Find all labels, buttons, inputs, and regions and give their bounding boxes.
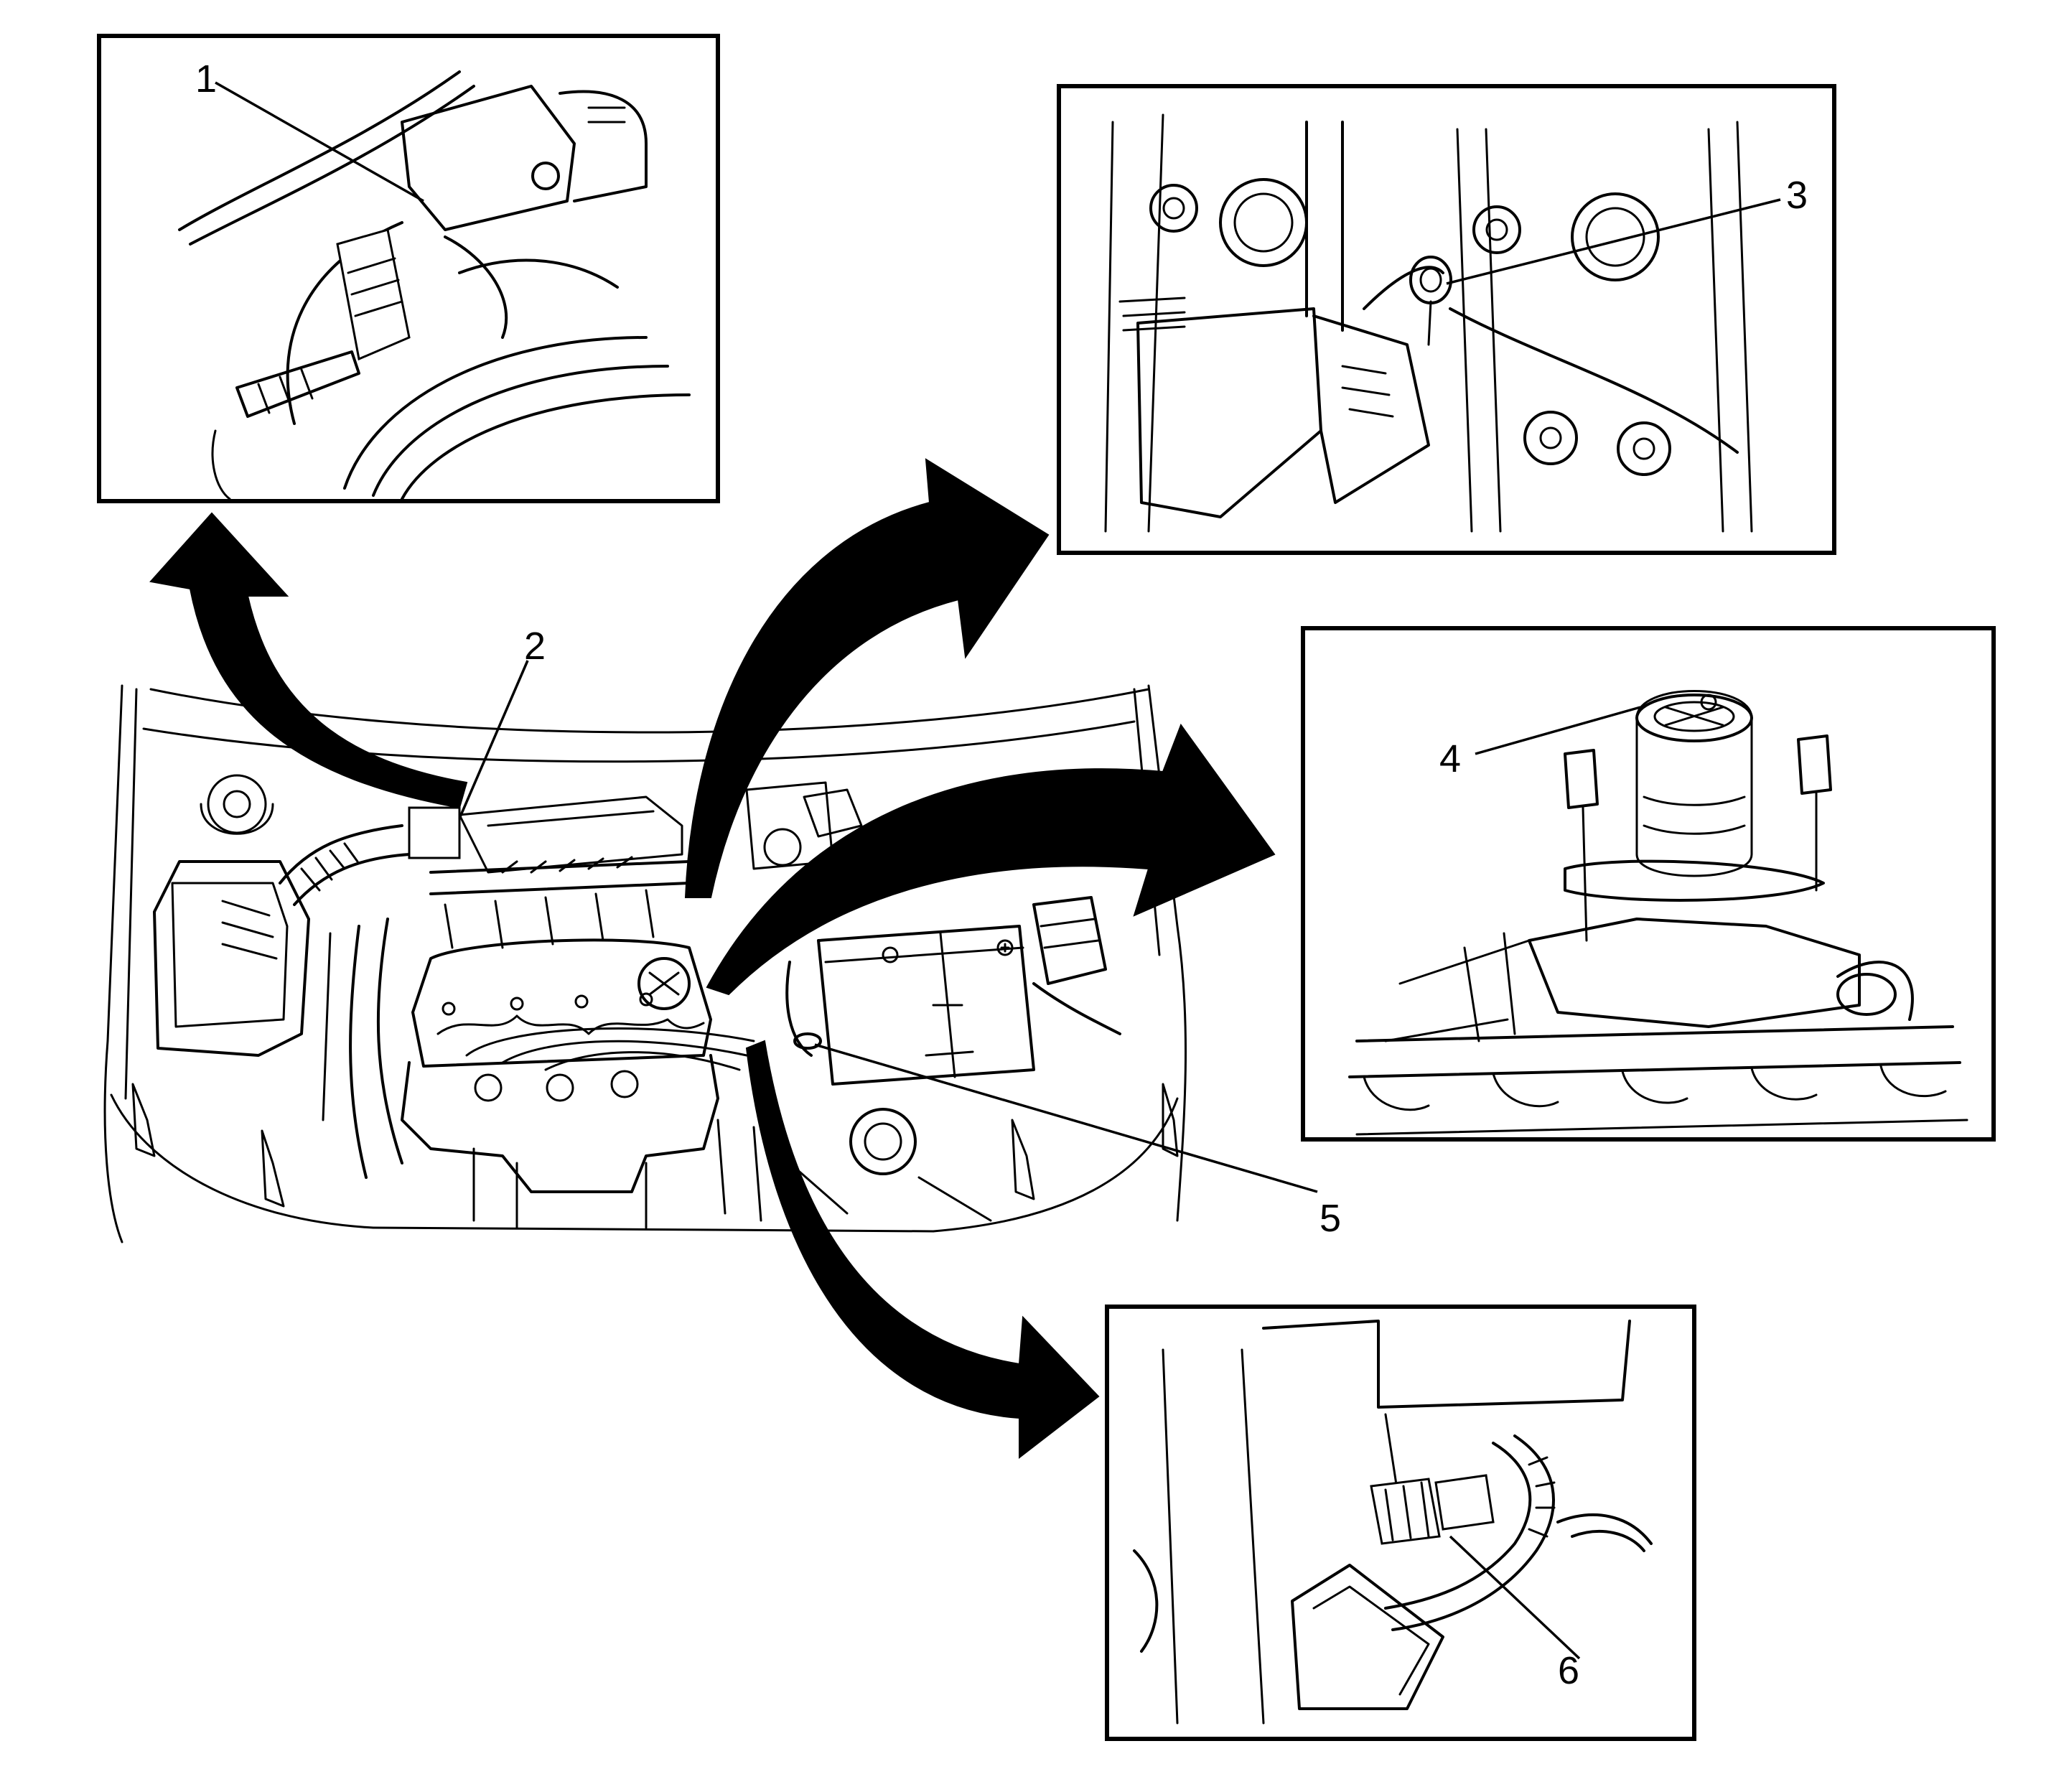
leader-6 <box>1449 1535 1581 1660</box>
leader-2 <box>458 660 529 819</box>
main-callouts: 2 5 <box>458 625 1341 1240</box>
callout-4: 4 <box>1439 737 1461 780</box>
arrow-to-detail-1 <box>149 512 468 809</box>
arrow-to-detail-4 <box>706 723 1276 996</box>
callout-2: 2 <box>524 625 546 668</box>
leader-3 <box>1446 198 1781 285</box>
engine-bay-overview <box>103 684 1187 1243</box>
leader-4 <box>1475 706 1641 755</box>
arrows <box>149 458 1276 1460</box>
detail-1: 1 <box>97 34 720 503</box>
callout-1: 1 <box>195 57 217 101</box>
callout-3: 3 <box>1786 174 1808 217</box>
leader-5 <box>814 1043 1318 1193</box>
detail-6: 6 <box>1105 1305 1696 1741</box>
detail-4: 4 <box>1301 626 1996 1142</box>
callout-6: 6 <box>1558 1649 1579 1692</box>
arrow-to-detail-3 <box>684 458 1050 898</box>
arrow-to-detail-6 <box>745 1040 1100 1460</box>
callout-5: 5 <box>1319 1197 1341 1240</box>
detail-3: 3 <box>1057 84 1836 555</box>
leader-1 <box>215 81 424 202</box>
